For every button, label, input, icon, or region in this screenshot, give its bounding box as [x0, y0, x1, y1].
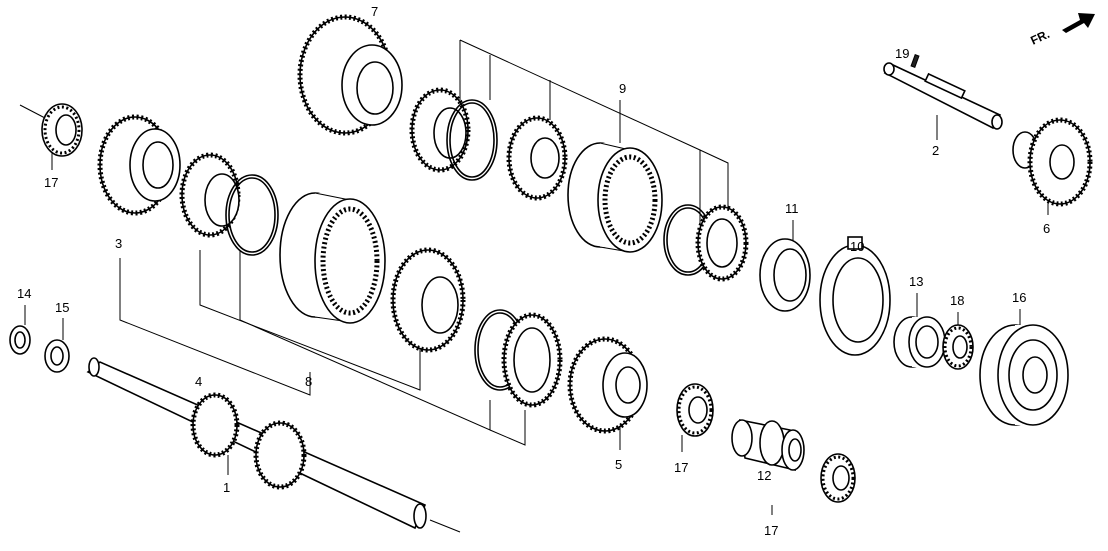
front-direction-marker: FR. [1028, 13, 1095, 48]
sleeve-part-9 [567, 142, 663, 253]
gear-part-3 [97, 114, 181, 216]
label-17-bottom: 17 [764, 523, 778, 538]
gear-part-7 [297, 14, 403, 136]
part-labels: 7 9 19 2 6 17 3 11 10 14 15 13 18 16 4 8… [17, 4, 1050, 538]
label-14: 14 [17, 286, 31, 301]
synchro-hub-lower [390, 247, 466, 353]
arrow-icon [1062, 13, 1095, 33]
plate-part-10 [819, 236, 891, 356]
gear-hub-top [506, 115, 568, 201]
synchro-hub-left [179, 152, 279, 256]
label-6: 6 [1043, 221, 1050, 236]
label-9: 9 [619, 81, 626, 96]
label-3: 3 [115, 236, 122, 251]
synchro-gear-right [695, 204, 749, 282]
label-11: 11 [785, 201, 799, 216]
label-4: 4 [195, 374, 202, 389]
collar-part-11 [759, 238, 811, 312]
label-16: 16 [1012, 290, 1026, 305]
synchro-gear-lower [501, 312, 563, 408]
label-1: 1 [223, 480, 230, 495]
label-17-top: 17 [44, 175, 58, 190]
needle-bearing-part-17 [41, 103, 83, 157]
needle-bearing-part-17-middle [676, 383, 714, 437]
label-5: 5 [615, 457, 622, 472]
needle-bearing-part-18 [942, 324, 974, 370]
gear-part-6 [1012, 117, 1093, 207]
pin-part-19 [910, 54, 920, 68]
label-8: 8 [305, 374, 312, 389]
label-17-middle: 17 [674, 460, 688, 475]
gear-part-5 [567, 336, 648, 434]
label-12: 12 [757, 468, 771, 483]
needle-bearing-part-17-bottom [820, 453, 856, 503]
mainshaft-part-1 [86, 357, 427, 530]
label-19: 19 [895, 46, 909, 61]
front-label: FR. [1028, 27, 1051, 48]
label-7: 7 [371, 4, 378, 19]
label-2: 2 [932, 143, 939, 158]
shaft-part-2 [883, 62, 1003, 130]
collar-part-12 [731, 418, 805, 472]
label-13: 13 [909, 274, 923, 289]
label-10: 10 [850, 239, 864, 254]
label-15: 15 [55, 300, 69, 315]
synchro-hub-top [409, 87, 498, 181]
ball-bearing-part-16 [979, 324, 1069, 426]
collar-part-13 [893, 316, 946, 368]
sleeve-part-8 [279, 192, 386, 324]
label-18: 18 [950, 293, 964, 308]
leader-lines [19, 39, 1049, 533]
